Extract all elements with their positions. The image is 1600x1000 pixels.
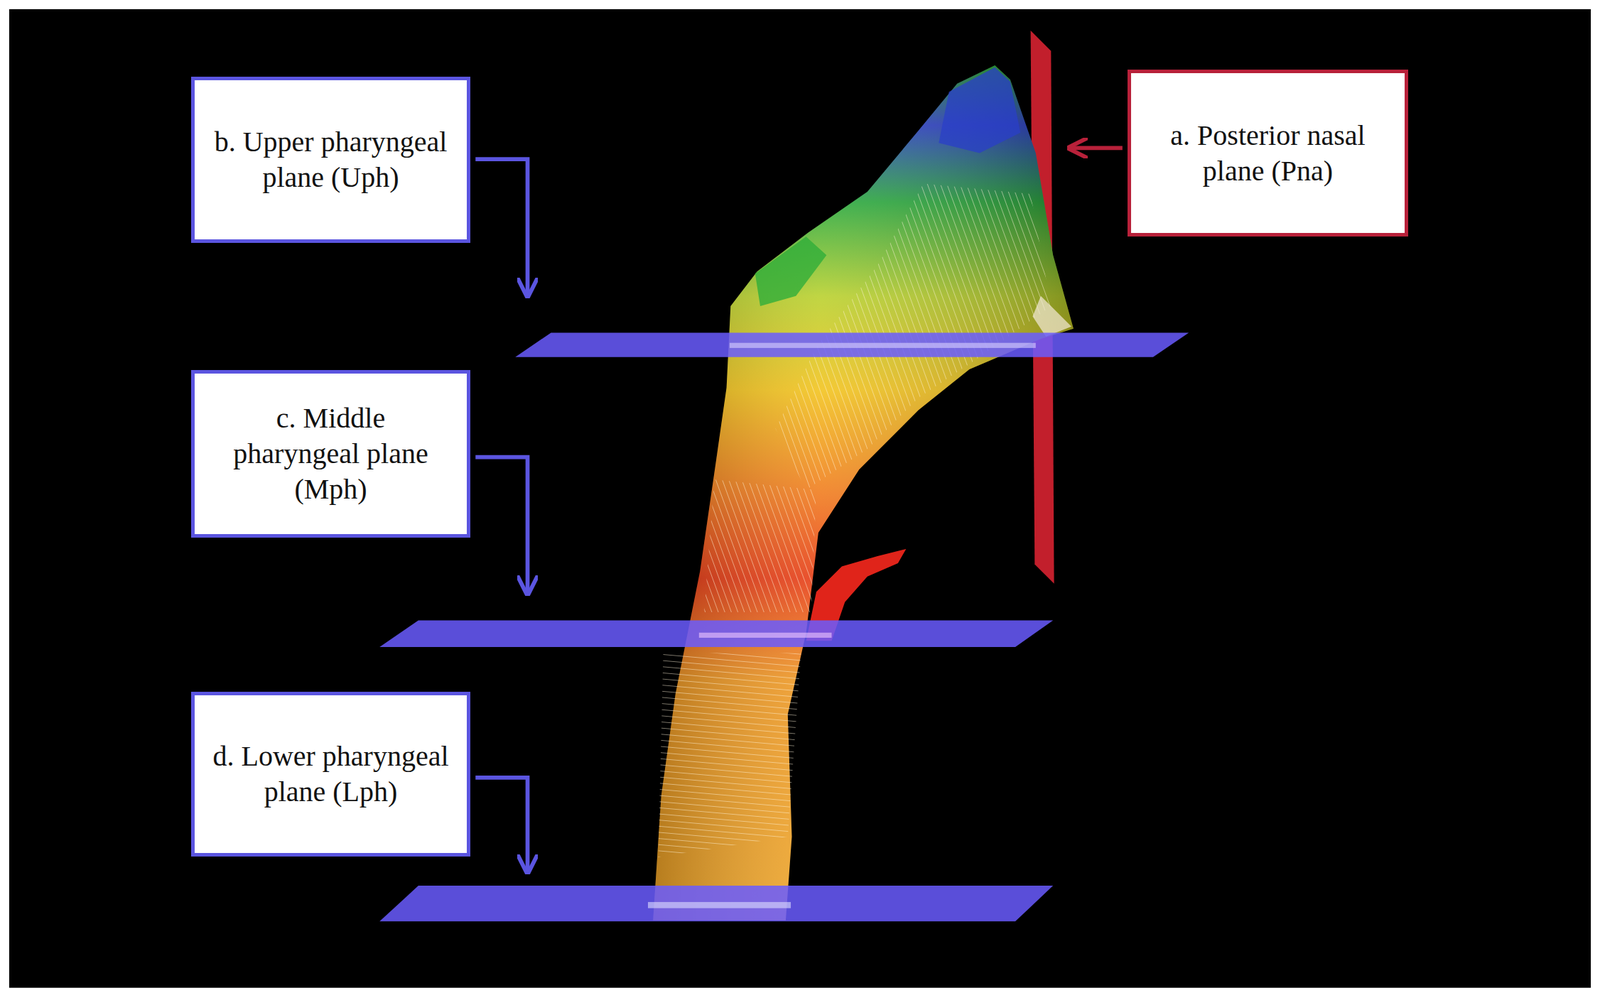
- upper-pharyngeal-plane: [515, 332, 1189, 357]
- airway-striations: [704, 479, 817, 613]
- airway-region: [938, 67, 1021, 154]
- plane-label: b. Upper pharyngeal plane (Uph): [211, 124, 450, 196]
- black-ground: [9, 9, 1591, 989]
- plane-label: c. Middle pharyngeal plane (Mph): [211, 400, 450, 508]
- airway-tip: [1032, 296, 1072, 337]
- airway-shading: [652, 65, 1074, 921]
- label-box: d. Lower pharyngeal plane (Lph): [191, 692, 471, 857]
- plane-highlight: [729, 343, 1036, 349]
- plane-highlight: [647, 902, 791, 909]
- plane-highlight: [699, 633, 832, 639]
- label-box: a. Posterior nasal plane (Pna): [1127, 69, 1409, 237]
- label-box: c. Middle pharyngeal plane (Mph): [191, 370, 471, 538]
- plane-label: a. Posterior nasal plane (Pna): [1148, 117, 1388, 189]
- airway-striations: [657, 653, 801, 858]
- label-box: b. Upper pharyngeal plane (Uph): [191, 76, 471, 243]
- airway-region: [755, 236, 827, 307]
- airway-model: [652, 65, 1074, 921]
- leader-arrow: [1071, 145, 1123, 150]
- plane-label: d. Lower pharyngeal plane (Lph): [211, 738, 450, 810]
- leader-arrow: [475, 457, 528, 593]
- middle-pharyngeal-plane: [379, 620, 1053, 648]
- leader-arrow: [475, 777, 528, 872]
- leader-arrow: [475, 159, 528, 295]
- lower-pharyngeal-plane: [379, 885, 1053, 922]
